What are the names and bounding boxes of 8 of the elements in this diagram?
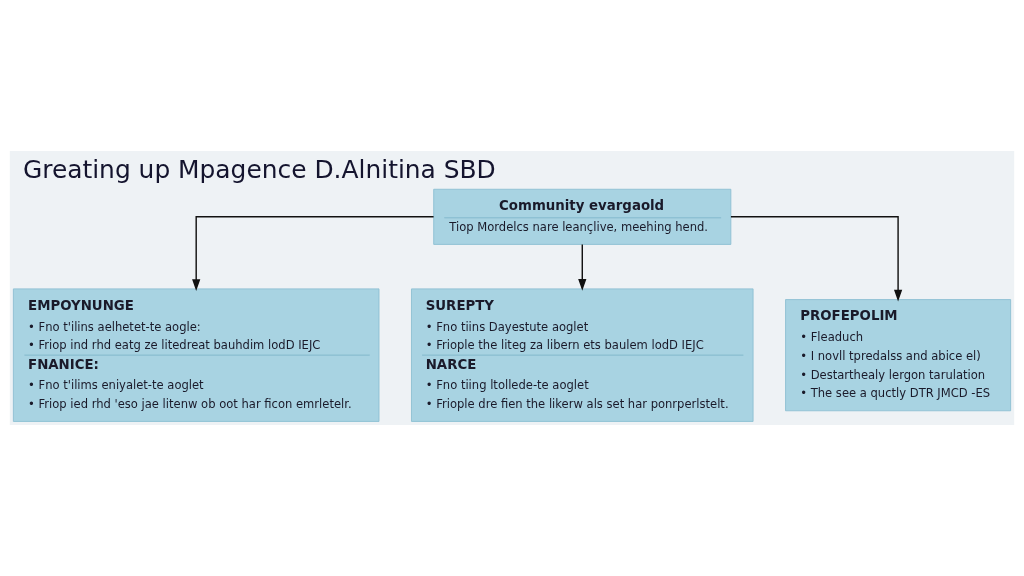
arrow — [192, 216, 435, 291]
arrow — [730, 216, 903, 302]
node-box: Community evargaold Tiop Mordelcs nare leançlive, meehing hend. — [433, 188, 732, 245]
node-box: SUREPTY • Fno tiins Dayestute aoglet • Friople the liteg za libern ets baulem lodD IEJC NARCE • Fno tiing ltollede-te aoglet • Friople dre fien the likerw als set har ponrperlstelt. — [411, 288, 754, 422]
diagram-title: Greating up Mpagence D.Alnitina SBD — [22, 155, 496, 185]
node-box: EMPOYNUNGE • Fno t'ilins aelhetet-te aogle: • Friop ind rhd eatg ze litedreat bauhdim lodD IEJC FNANICE: • Fno t'ilims eniyalet-te aoglet • Friop ied rhd 'eso jae litenw ob oot har ficon emrletelr. — [12, 288, 380, 422]
node-box: PROFEPOLIM • Fleaduch • I novll tpredalss and abice el) • Destarthealy lergon tarulation • The see a quctly DTR JMCD -ES — [785, 299, 1012, 412]
arrow — [578, 243, 587, 291]
